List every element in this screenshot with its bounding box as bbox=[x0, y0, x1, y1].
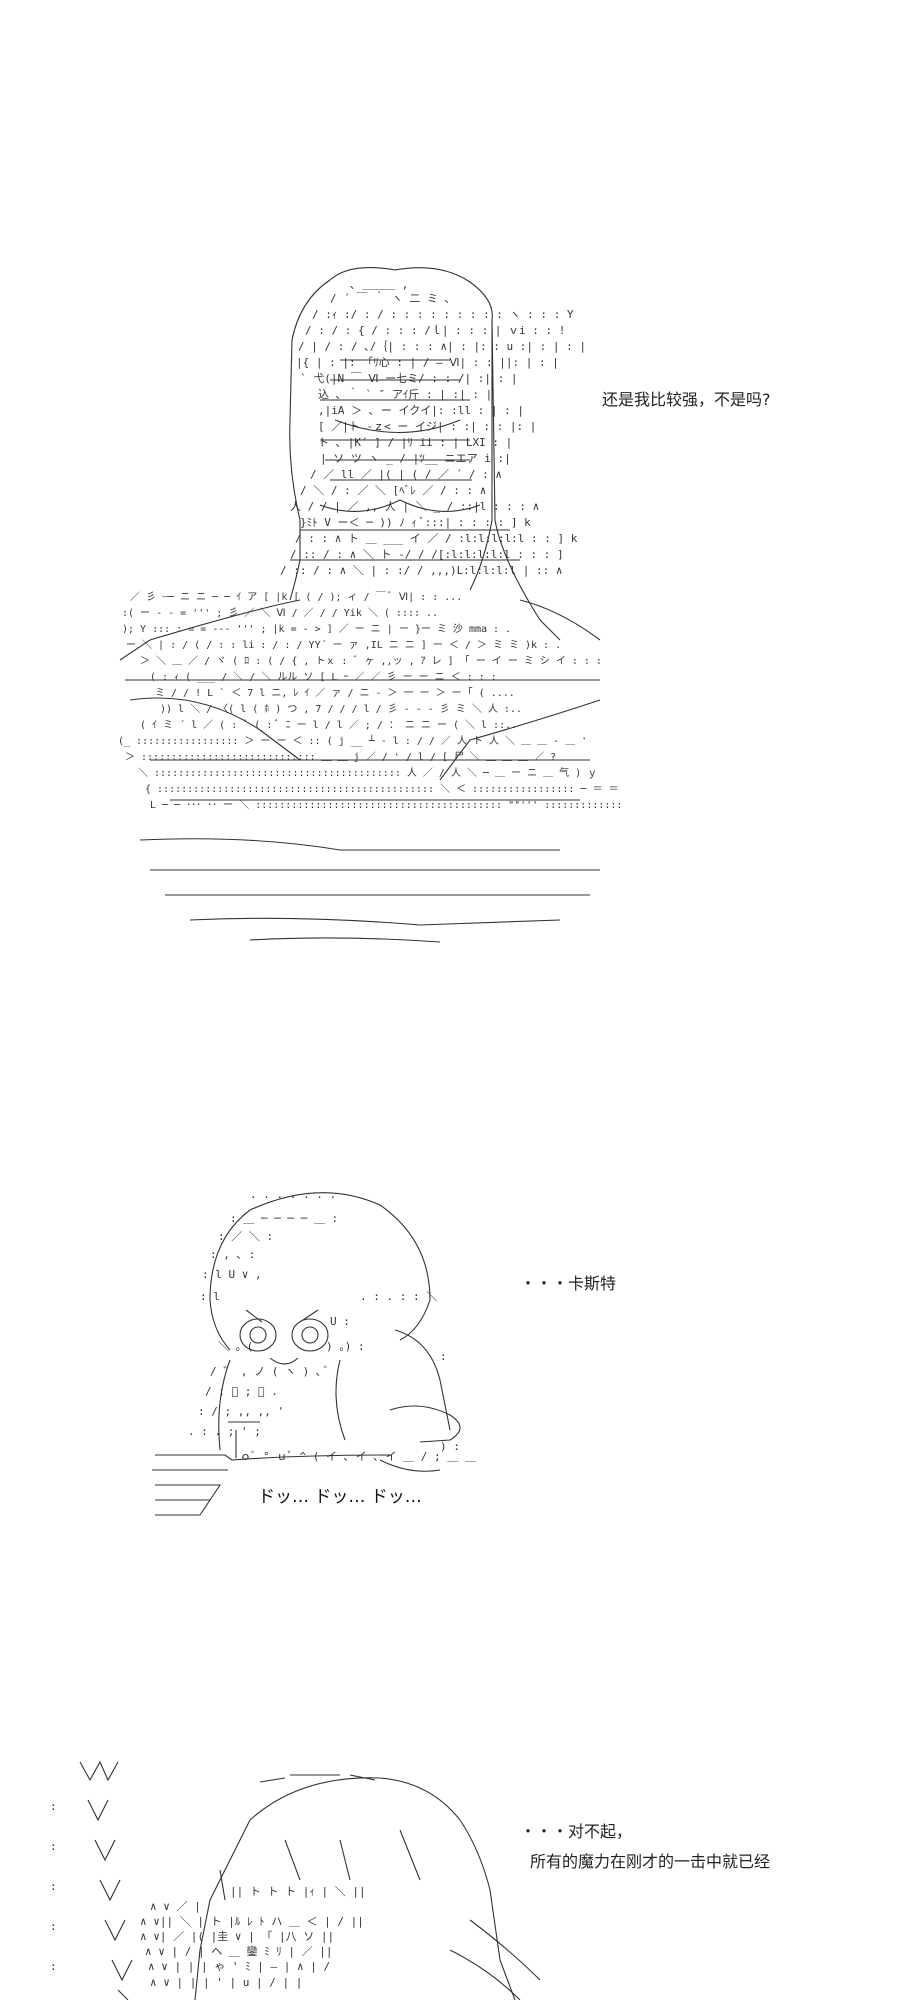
svg-text:＞ ＼ ＿ ／ / ヾ ( ﾛ : ( / { , トｘ :: ＞ ＼ ＿ ／ / ヾ ( ﾛ : ( / { , トｘ : ﾞ ヶ ,,ッ ,… bbox=[140, 655, 602, 667]
svg-text:込 ､ ｀ ` ″ アｲ斤 : | :| : |: 込 ､ ｀ ` ″ アｲ斤 : | :| : | bbox=[318, 386, 492, 401]
svg-text:) 。) :: ) 。) : bbox=[326, 1340, 365, 1353]
ascii-art-character-partial: : : : : : || ト ト ト |ｨ | ＼ || ∧ ∨ ／ | ∧ ∨… bbox=[50, 1760, 541, 2000]
svg-text:/ ＼ / : ／ ＼ [ﾍﾞﾚ ／ / : : ∧: / ＼ / : ／ ＼ [ﾍﾞﾚ ／ / : : ∧ bbox=[300, 484, 486, 497]
svg-text:. . . . . . .: . . . . . . . bbox=[250, 1188, 336, 1201]
svg-text:|{ | : |: 「ﾘ心 : | / ― Ⅵ| : : |: |{ | : |: 「ﾘ心 : | / ― Ⅵ| : : ||: | : | bbox=[296, 356, 559, 369]
svg-text:(_ ::::::::::::::::: ＞ ー ー ＜ :: (_ ::::::::::::::::: ＞ ー ー ＜ :: ( j __ ┴… bbox=[118, 734, 587, 747]
svg-text:( ｲ ミ ´ l ／ ( : ﾞ ( : ﾞ ﾆ ー l: ( ｲ ミ ´ l ／ ( : ﾞ ( : ﾞ ﾆ ー l / l ／ ; / … bbox=[140, 719, 517, 731]
svg-text:/ ／ ll ／ |( | ( / ／ ´ / : ∧: / ／ ll ／ |( | ( / ／ ´ / : ∧ bbox=[310, 468, 502, 481]
svg-text::: : bbox=[50, 1840, 57, 1853]
svg-text:/ ´ ￣ ｀ ヽ 二 ミ ､: / ´ ￣ ｀ ヽ 二 ミ ､ bbox=[330, 290, 450, 305]
svg-text::( ー - - = ''' ; 彡 ／ ＼ Ⅵ / ／ /: :( ー - - = ''' ; 彡 ／ ＼ Ⅵ / ／ / / Yik ＼ (… bbox=[122, 607, 438, 619]
svg-text:∧ ∨ | / | ヘ ＿ 鑾 ﾐ ﾘ | ／ ||: ∧ ∨ | / | ヘ ＿ 鑾 ﾐ ﾘ | ／ || bbox=[145, 1944, 332, 1958]
svg-text:/ : / : { / : : : /ｌ| : : : |: / : / : { / : : : /ｌ| : : : | ｖi : : ! bbox=[305, 324, 565, 337]
svg-text:: l: : l bbox=[200, 1290, 220, 1303]
svg-text:/ :: / : ∧ ＼ ト -/ / /[:l:l:l:l: / :: / : ∧ ＼ ト -/ / /[:l:l:l:l:l : : : ] bbox=[290, 548, 564, 561]
svg-text:L ─ ─ ･･･ ･･ ー ＼ :::::::::::::: L ─ ─ ･･･ ･･ ー ＼ :::::::::::::::::::::::… bbox=[150, 799, 620, 811]
svg-text:: ＿ ─ ─ ─ ─ ＿ :: : ＿ ─ ─ ─ ─ ＿ : bbox=[230, 1212, 338, 1225]
svg-text:U :: U : bbox=[330, 1315, 350, 1328]
svg-text:/ | / : / ､/｛| : : : ∧| : |: :: / | / : / ､/｛| : : : ∧| : |: : u :| : | … bbox=[298, 340, 586, 353]
svg-text:| ソ ツ ヽ _ / |ﾂ__ ニエア i :|: | ソ ツ ヽ _ / |ﾂ__ ニエア i :| bbox=[320, 452, 511, 465]
svg-text:: / ; ,, ,, ': : / ; ,, ,, ' bbox=[198, 1405, 284, 1418]
caption-text-line-1: ・・・对不起， bbox=[520, 1822, 633, 1841]
svg-text:: , ､ :: : , ､ : bbox=[210, 1248, 255, 1261]
svg-text:∧ ∨ | | | ' | u | / | |: ∧ ∨ | | | ' | u | / | | bbox=[150, 1976, 302, 1989]
svg-text:∧ ∨|| ＼ | ト |ﾙ ﾚ ﾄ ハ ＿ ＜ | / |: ∧ ∨|| ＼ | ト |ﾙ ﾚ ﾄ ハ ＿ ＜ | / || bbox=[140, 1915, 364, 1928]
svg-text:/ ; ﾞ ; ﾞ .: / ; ﾞ ; ﾞ . bbox=[205, 1385, 278, 1398]
svg-text:) :: ) : bbox=[440, 1440, 460, 1453]
caption-text-line-2: 所有的魔力在刚才的一击中就已经 bbox=[530, 1852, 771, 1871]
svg-text::: : bbox=[50, 1920, 57, 1933]
ascii-art-crying-chibi: . . . . . . . : ＿ ─ ─ ─ ─ ＿ : : ／ ＼ : : … bbox=[152, 1188, 476, 1516]
svg-text:ｏﾞ ° ｕﾞ ^ ( イ ､ イ ､ イ ＿ / ; ＿: ｏﾞ ° ｕﾞ ^ ( イ ､ イ ､ イ ＿ / ; ＿ ＿ bbox=[240, 1450, 476, 1463]
svg-text:: l U ∨ ,: : l U ∨ , bbox=[202, 1268, 262, 1281]
svg-text::: : bbox=[440, 1350, 447, 1363]
svg-text:ト ､ |K´ ] / |ﾘ ii : | LXI : |: ト ､ |K´ ] / |ﾘ ii : | LXI : | bbox=[318, 436, 512, 449]
comic-panel-2: . . . . . . . : ＿ ─ ─ ─ ─ ＿ : : ／ ＼ : : … bbox=[0, 1160, 900, 1540]
svg-text:. : . ; ' ;: . : . ; ' ; bbox=[188, 1425, 261, 1438]
svg-text:[ ／|ト -ｚ< ー イジ| : :| : : |: |: [ ／|ト -ｚ< ー イジ| : :| : : |: | bbox=[318, 420, 536, 433]
caption-text: ・・・卡斯特 bbox=[520, 1274, 617, 1293]
svg-text:ー ＼ | : / ( / : : li : / : / Y: ー ＼ | : / ( / : : li : / : / YY´ ー ァ ,IL… bbox=[126, 639, 561, 651]
svg-text:､ ＿＿＿ ,: ､ ＿＿＿ , bbox=[350, 278, 408, 291]
svg-text:/ :ｨ :/ : / : : : : : : : : :: / :ｨ :/ : / : : : : : : : : : ヽ : : : Y bbox=[312, 308, 574, 321]
svg-text:∧ ∨ | | | ゃ ' ﾐ | ― | ∧ | /: ∧ ∨ | | | ゃ ' ﾐ | ― | ∧ | / bbox=[148, 1960, 330, 1973]
svg-text:)) l ＼ / 〈( l ( ﾎ ) つ , 7 / /: )) l ＼ / 〈( l ( ﾎ ) つ , 7 / / / l / 彡 - … bbox=[160, 703, 522, 715]
svg-text:＼ ::::::::::::::::::::::::::::: ＼ ::::::::::::::::::::::::::::::::::::::… bbox=[138, 766, 597, 779]
svg-text:|| ト ト ト |ｨ | ＼ ||: || ト ト ト |ｨ | ＼ || bbox=[230, 1885, 366, 1898]
svg-text:,|iA ＞ ､ ー イクイ|: :ll : | : |: ,|iA ＞ ､ ー イクイ|: :ll : | : | bbox=[318, 404, 524, 417]
svg-text:{ ::::::::::::::::::::::::::::: { ::::::::::::::::::::::::::::::::::::::… bbox=[145, 783, 620, 795]
comic-panel-3: : : : : : || ト ト ト |ｨ | ＼ || ∧ ∨ ／ | ∧ ∨… bbox=[0, 1720, 900, 2000]
ascii-art-girl-sitting: ､ ＿＿＿ , / ´ ￣ ｀ ヽ 二 ミ ､ / :ｨ :/ : / : : … bbox=[118, 267, 620, 943]
svg-text:ミ / / ! L ` ＜ 7 l ニ, ﾚ ｲ ／ ァ /: ミ / / ! L ` ＜ 7 l ニ, ﾚ ｲ ／ ァ / ニ - ＞ 一 ー… bbox=[155, 687, 515, 699]
svg-text:人 / / | ／ ,, 人 | ＼ _ / ::|l :: 人 / / | ／ ,, 人 | ＼ _ / ::|l : : : ∧ bbox=[290, 500, 539, 513]
sound-effect-text: ドッ… ドッ… ドッ… bbox=[258, 1487, 422, 1507]
svg-text:}ﾐﾄ V ー＜ ─ )) ﾉ ｨ ﾞ:::| : : :: }ﾐﾄ V ー＜ ─ )) ﾉ ｨ ﾞ:::| : : : : ] k bbox=[300, 516, 531, 529]
svg-text:＼ 。(: ＼ 。( bbox=[218, 1340, 253, 1353]
svg-text:: ／ ＼ :: : ／ ＼ : bbox=[218, 1230, 273, 1243]
svg-text:／ 彡 ┈─ ニ ニ ─ ─ ｲ ア [ |k [ ( /: ／ 彡 ┈─ ニ ニ ─ ─ ｲ ア [ |k [ ( / ); ィ / ￣ ﾞ… bbox=[130, 590, 462, 603]
comic-panel-1: ､ ＿＿＿ , / ´ ￣ ｀ ヽ 二 ミ ､ / :ｨ :/ : / : : … bbox=[0, 0, 900, 980]
svg-text:); Y ::: : = = --- ''' ; |k =: ); Y ::: : = = --- ''' ; |k = - > ] ／ ー … bbox=[122, 623, 511, 635]
svg-text:∧ ∨| ／ |( |圭 ∨ | 「 |八 ソ ||: ∧ ∨| ／ |( |圭 ∨ | 「 |八 ソ || bbox=[140, 1930, 334, 1943]
svg-text::: : bbox=[50, 1960, 57, 1973]
svg-text:. : . : : ＼: . : . : : ＼ bbox=[360, 1290, 437, 1303]
svg-text:` 弋(|N ￣ Ⅵ ー七ミ/ : : /| :| : |: ` 弋(|N ￣ Ⅵ ー七ミ/ : : /| :| : | bbox=[300, 371, 517, 385]
svg-text:/ :: / : ∧ ＼ | : :/ / ,,,)L:l:: / :: / : ∧ ＼ | : :/ / ,,,)L:l:l:l:l | ::… bbox=[280, 564, 563, 577]
svg-text:∧ ∨ ／ |: ∧ ∨ ／ | bbox=[150, 1900, 201, 1913]
svg-text:/ : : ∧ ト ＿ ___ イ ／ / :l:l:l:l: / : : ∧ ト ＿ ___ イ ／ / :l:l:l:l:l : : ] k bbox=[295, 532, 578, 545]
caption-text: 还是我比较强，不是吗? bbox=[602, 390, 771, 409]
svg-text:( : ｨ ( ___ / ＼ / ＼ ルル ソ [ L ｰ: ( : ｨ ( ___ / ＼ / ＼ ルル ソ [ L ｰ ／ ／ 彡 ー ー… bbox=[150, 671, 497, 683]
svg-text::: : bbox=[50, 1800, 57, 1813]
svg-text:/ ゛ , ノ ( ヽ ) ､ ﾞ: / ゛ , ノ ( ヽ ) ､ ﾞ bbox=[210, 1365, 329, 1378]
svg-text:＞ ::::::::::::::::::::::::::::: ＞ ::::::::::::::::::::::::::::: ＿ ＿ j ／ … bbox=[125, 751, 556, 763]
svg-text::: : bbox=[50, 1880, 57, 1893]
